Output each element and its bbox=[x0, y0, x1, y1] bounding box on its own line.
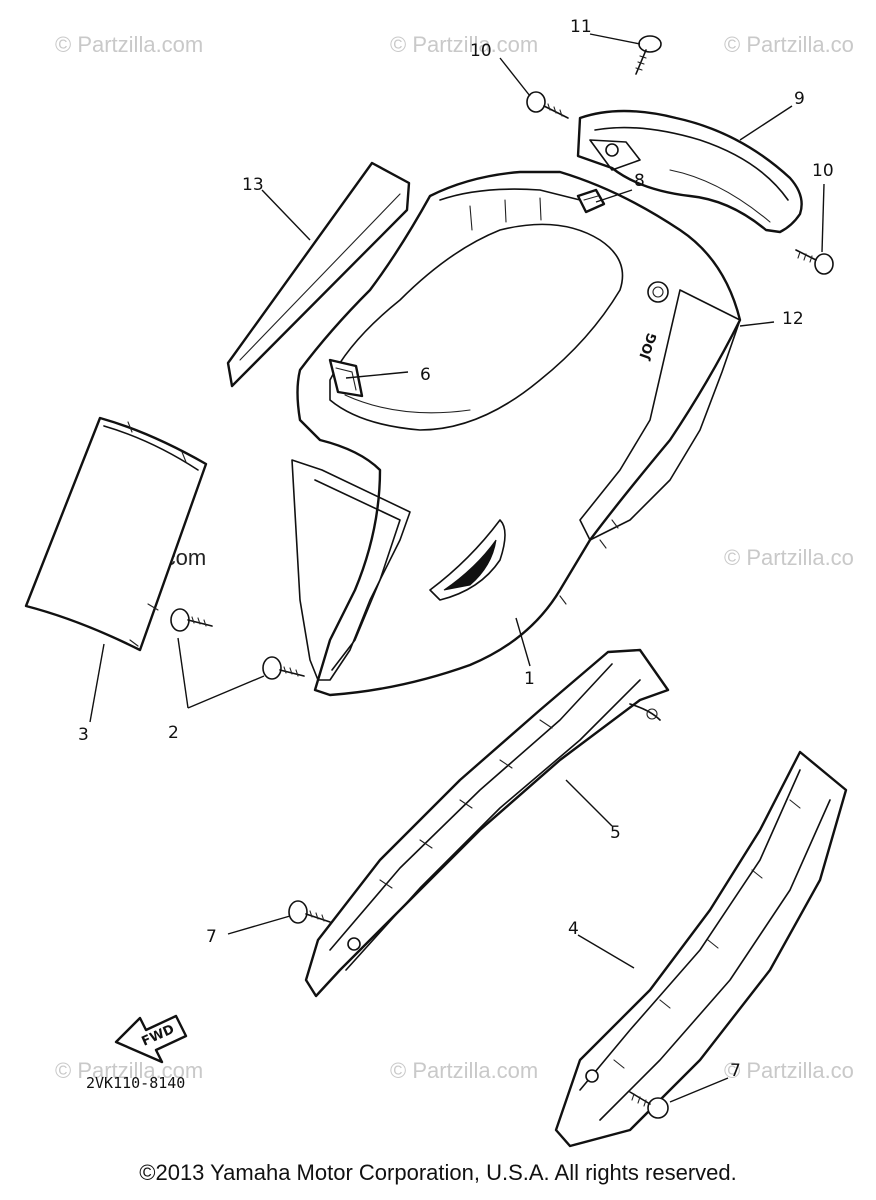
callout-9: 9 bbox=[794, 89, 805, 109]
callout-13: 13 bbox=[242, 175, 264, 195]
part-13-stripe bbox=[226, 161, 411, 388]
watermark-mid-right: © Partzilla.co bbox=[724, 545, 854, 570]
part-7-screw-lower bbox=[629, 1091, 669, 1119]
watermark-top-right: © Partzilla.co bbox=[724, 32, 854, 57]
fwd-arrow: FWD bbox=[114, 1014, 188, 1064]
callout-10-lower: 10 bbox=[812, 161, 834, 181]
watermark-bottom-left: © Partzilla.com bbox=[55, 1058, 203, 1083]
watermark-top-left: © Partzilla.com bbox=[55, 32, 203, 57]
part-5-side-rail bbox=[304, 648, 670, 998]
callout-10-upper: 10 bbox=[470, 41, 492, 61]
part-2-screw-lower bbox=[262, 656, 305, 680]
callout-6: 6 bbox=[420, 365, 431, 385]
part-4-lower-rail bbox=[554, 750, 848, 1148]
callout-7-upper: 7 bbox=[206, 927, 217, 947]
part-3-lid bbox=[24, 416, 208, 652]
part-1-body-cover: JOG bbox=[291, 170, 742, 697]
callout-5: 5 bbox=[610, 823, 621, 843]
part-8-nut bbox=[576, 188, 606, 214]
callout-11: 11 bbox=[570, 17, 592, 37]
part-code: 2VK110-8140 bbox=[86, 1074, 185, 1092]
leader-lines bbox=[89, 33, 825, 1103]
part-2-screw-upper bbox=[170, 608, 213, 632]
part-7-screw-upper bbox=[288, 900, 331, 924]
watermark-top-center: © Partzilla.com bbox=[390, 32, 538, 57]
callout-12: 12 bbox=[782, 309, 804, 329]
callout-8: 8 bbox=[634, 171, 645, 191]
part-10-screw-upper bbox=[526, 91, 569, 119]
watermark-bottom-right: © Partzilla.co bbox=[724, 1058, 854, 1083]
callout-3: 3 bbox=[78, 725, 89, 745]
callout-1: 1 bbox=[524, 669, 535, 689]
part-10-screw-lower bbox=[795, 249, 834, 275]
copyright-notice: ©2013 Yamaha Motor Corporation, U.S.A. A… bbox=[139, 1160, 737, 1185]
callout-7-lower: 7 bbox=[730, 1061, 741, 1081]
part-11-screw bbox=[635, 35, 662, 75]
callout-2: 2 bbox=[168, 723, 179, 743]
part-9-rear-cover bbox=[576, 109, 803, 234]
callout-4: 4 bbox=[568, 919, 579, 939]
watermark-bottom-center: © Partzilla.com bbox=[390, 1058, 538, 1083]
